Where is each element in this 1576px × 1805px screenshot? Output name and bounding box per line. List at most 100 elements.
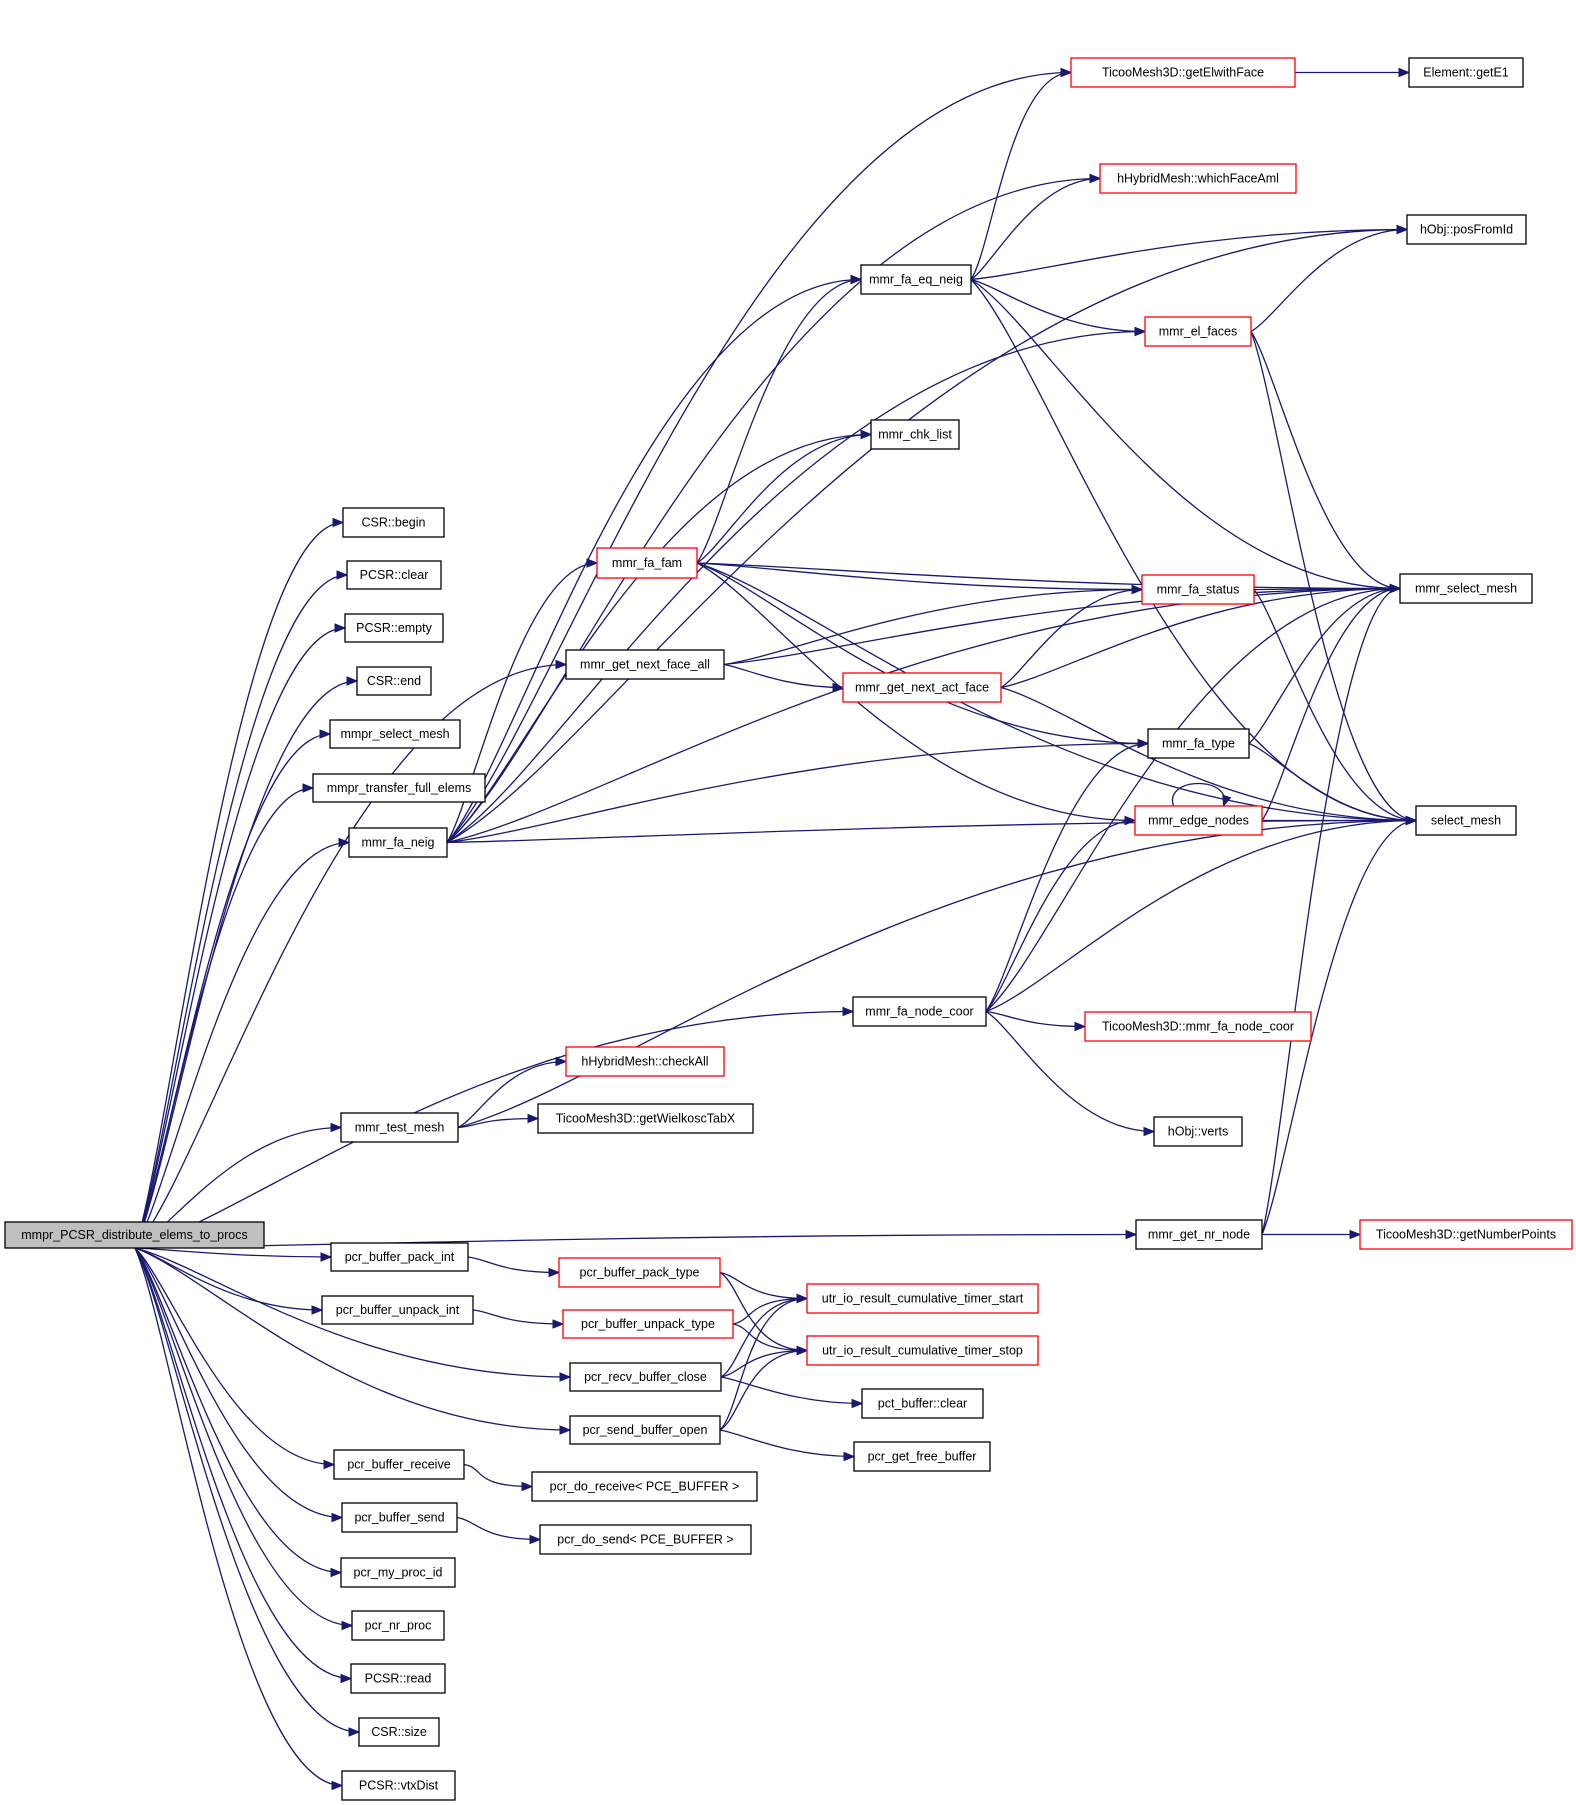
node-csr_size[interactable]: CSR::size (358, 1717, 440, 1747)
node-pcr_my_proc_id[interactable]: pcr_my_proc_id (340, 1557, 456, 1588)
node-hhm_whichface[interactable]: hHybridMesh::whichFaceAml (1099, 163, 1297, 194)
edge-line (134, 680, 358, 1249)
node-box (348, 827, 448, 858)
node-utr_stop[interactable]: utr_io_result_cumulative_timer_stop (806, 1335, 1039, 1366)
edge-arrowhead (1349, 1229, 1362, 1240)
node-csr_begin[interactable]: CSR::begin (342, 507, 445, 538)
node-pct_buffer_clear[interactable]: pct_buffer::clear (861, 1388, 984, 1419)
node-label: TicooMesh3D::getElwithFace (1102, 66, 1264, 80)
edge-mmr_get_next_face_all-to-mmr_get_next_act_face (723, 663, 845, 693)
node-pcsr_vtxdist[interactable]: PCSR::vtxDist (341, 1770, 456, 1801)
node-root[interactable]: mmpr_PCSR_distribute_elems_to_procs (4, 1221, 265, 1249)
edge-mmr_test_mesh-to-select_mesh (457, 815, 1418, 1129)
edge-arrowhead (1131, 584, 1144, 595)
node-pcr_buffer_pack_type[interactable]: pcr_buffer_pack_type (558, 1257, 721, 1288)
edge-arrowhead (340, 1673, 353, 1684)
node-hobj_verts[interactable]: hObj::verts (1153, 1116, 1243, 1147)
node-pcsr_empty[interactable]: PCSR::empty (344, 613, 444, 643)
node-csr_end[interactable]: CSR::end (356, 666, 432, 696)
edge-arrowhead (860, 429, 873, 440)
node-label: TicooMesh3D::mmr_fa_node_coor (1102, 1020, 1294, 1034)
edge-mmr_fa_node_coor-to-select_mesh (985, 815, 1418, 1013)
node-mmr_el_faces[interactable]: mmr_el_faces (1144, 316, 1252, 347)
node-pcsr_read[interactable]: PCSR::read (350, 1663, 446, 1694)
node-utr_start[interactable]: utr_io_result_cumulative_timer_start (806, 1283, 1039, 1314)
node-pcr_buffer_unpack_type[interactable]: pcr_buffer_unpack_type (562, 1309, 734, 1339)
node-label: mmr_fa_status (1157, 583, 1240, 597)
edge-pcr_send_buffer_open-to-pcr_get_free_buffer (719, 1429, 856, 1462)
edge-line (720, 1376, 863, 1405)
edge-root-to-csr_end (134, 676, 359, 1249)
node-box (569, 1362, 722, 1392)
node-pcr_buffer_send[interactable]: pcr_buffer_send (341, 1502, 458, 1533)
node-pcr_get_free_buffer[interactable]: pcr_get_free_buffer (853, 1441, 991, 1472)
node-label: PCSR::clear (360, 568, 429, 582)
edge-root-to-pcr_send_buffer_open (134, 1247, 572, 1435)
node-pcr_nr_proc[interactable]: pcr_nr_proc (351, 1610, 445, 1641)
node-mmr_select_mesh[interactable]: mmr_select_mesh (1399, 573, 1533, 604)
edge-arrowhead (842, 1006, 855, 1017)
edge-arrowhead (336, 570, 349, 580)
edge-line (134, 663, 567, 1249)
edge-mmr_fa_eq_neig-to-mmr_el_faces (970, 278, 1147, 337)
node-mmr_test_mesh[interactable]: mmr_test_mesh (340, 1112, 459, 1143)
node-mmr_fa_eq_neig[interactable]: mmr_fa_eq_neig (860, 264, 972, 295)
edge-mmr_fa_fam-to-mmr_fa_eq_neig (696, 274, 863, 564)
node-mmr_fa_neig[interactable]: mmr_fa_neig (348, 827, 448, 858)
node-select_mesh[interactable]: select_mesh (1415, 805, 1517, 836)
node-pcr_buffer_pack_int[interactable]: pcr_buffer_pack_int (330, 1242, 469, 1272)
edge-line (134, 1247, 343, 1519)
node-ticoo_getwielkosc[interactable]: TicooMesh3D::getWielkoscTabX (537, 1103, 754, 1134)
node-mmr_fa_status[interactable]: mmr_fa_status (1141, 574, 1255, 605)
node-ticoo_getnumberpoints[interactable]: TicooMesh3D::getNumberPoints (1359, 1219, 1573, 1250)
node-pcr_buffer_receive[interactable]: pcr_buffer_receive (333, 1449, 465, 1480)
edge-mmr_get_nr_node-to-select_mesh (1261, 815, 1418, 1235)
edge-mmr_get_next_face_all-to-mmr_fa_status (723, 584, 1144, 666)
edge-arrowhead (320, 1252, 333, 1262)
node-mmr_get_nr_node[interactable]: mmr_get_nr_node (1135, 1219, 1263, 1250)
node-ticoo_getelwithface[interactable]: TicooMesh3D::getElwithFace (1070, 57, 1296, 88)
node-label: pcr_buffer_unpack_type (581, 1317, 715, 1331)
node-pcr_recv_buffer_close[interactable]: pcr_recv_buffer_close (569, 1362, 722, 1392)
edge-pcr_buffer_unpack_int-to-pcr_buffer_unpack_type (472, 1309, 565, 1329)
node-mmr_fa_fam[interactable]: mmr_fa_fam (596, 547, 698, 579)
node-mmpr_transfer[interactable]: mmpr_transfer_full_elems (312, 773, 486, 803)
node-hhm_checkall[interactable]: hHybridMesh::checkAll (565, 1046, 725, 1077)
edge-line (446, 330, 1146, 844)
node-ticoo_mmr_fa_node_coor[interactable]: TicooMesh3D::mmr_fa_node_coor (1084, 1011, 1312, 1042)
node-mmr_fa_type[interactable]: mmr_fa_type (1147, 728, 1250, 759)
node-layer: mmpr_PCSR_distribute_elems_to_procsCSR::… (4, 57, 1573, 1801)
node-pcr_buffer_unpack_int[interactable]: pcr_buffer_unpack_int (321, 1295, 474, 1325)
edge-arrowhead (851, 1398, 864, 1409)
node-pcsr_clear[interactable]: PCSR::clear (346, 560, 442, 590)
node-mmr_get_next_face_all[interactable]: mmr_get_next_face_all (565, 649, 725, 680)
edge-mmr_fa_status-to-select_mesh (1253, 589, 1418, 826)
node-label: pcr_get_free_buffer (868, 1450, 977, 1464)
node-hobj_posfromid[interactable]: hObj::posFromId (1406, 214, 1527, 245)
node-mmr_chk_list[interactable]: mmr_chk_list (870, 419, 960, 450)
node-box (861, 1388, 984, 1419)
edge-arrowhead (555, 1056, 568, 1067)
node-pcr_do_send[interactable]: pcr_do_send< PCE_BUFFER > (539, 1524, 752, 1555)
edge-line (134, 1233, 1137, 1249)
node-element_gete1[interactable]: Element::getE1 (1408, 57, 1524, 88)
node-mmpr_select_mesh[interactable]: mmpr_select_mesh (329, 719, 461, 749)
edge-root-to-pcr_buffer_receive (134, 1247, 336, 1470)
node-label: hObj::posFromId (1420, 223, 1513, 237)
edge-line (732, 1323, 808, 1352)
node-label: pcr_buffer_pack_type (580, 1266, 700, 1280)
node-label: mmr_fa_eq_neig (869, 273, 963, 287)
node-label: mmr_chk_list (878, 428, 952, 442)
node-mmr_edge_nodes[interactable]: mmr_edge_nodes (1134, 805, 1263, 836)
edge-line (134, 1247, 360, 1733)
edge-mmr_fa_fam-to-select_mesh (696, 562, 1418, 826)
node-pcr_do_receive[interactable]: pcr_do_receive< PCE_BUFFER > (531, 1471, 758, 1502)
edge-line (134, 521, 344, 1249)
edge-mmr_fa_neig-to-mmr_chk_list (446, 429, 873, 844)
edge-line (446, 819, 1417, 844)
edge-line (696, 562, 1417, 822)
node-mmr_fa_node_coor[interactable]: mmr_fa_node_coor (852, 996, 987, 1027)
node-mmr_get_next_act_face[interactable]: mmr_get_next_act_face (842, 672, 1002, 703)
edge-arrowhead (796, 1293, 809, 1304)
node-pcr_send_buffer_open[interactable]: pcr_send_buffer_open (569, 1415, 721, 1445)
